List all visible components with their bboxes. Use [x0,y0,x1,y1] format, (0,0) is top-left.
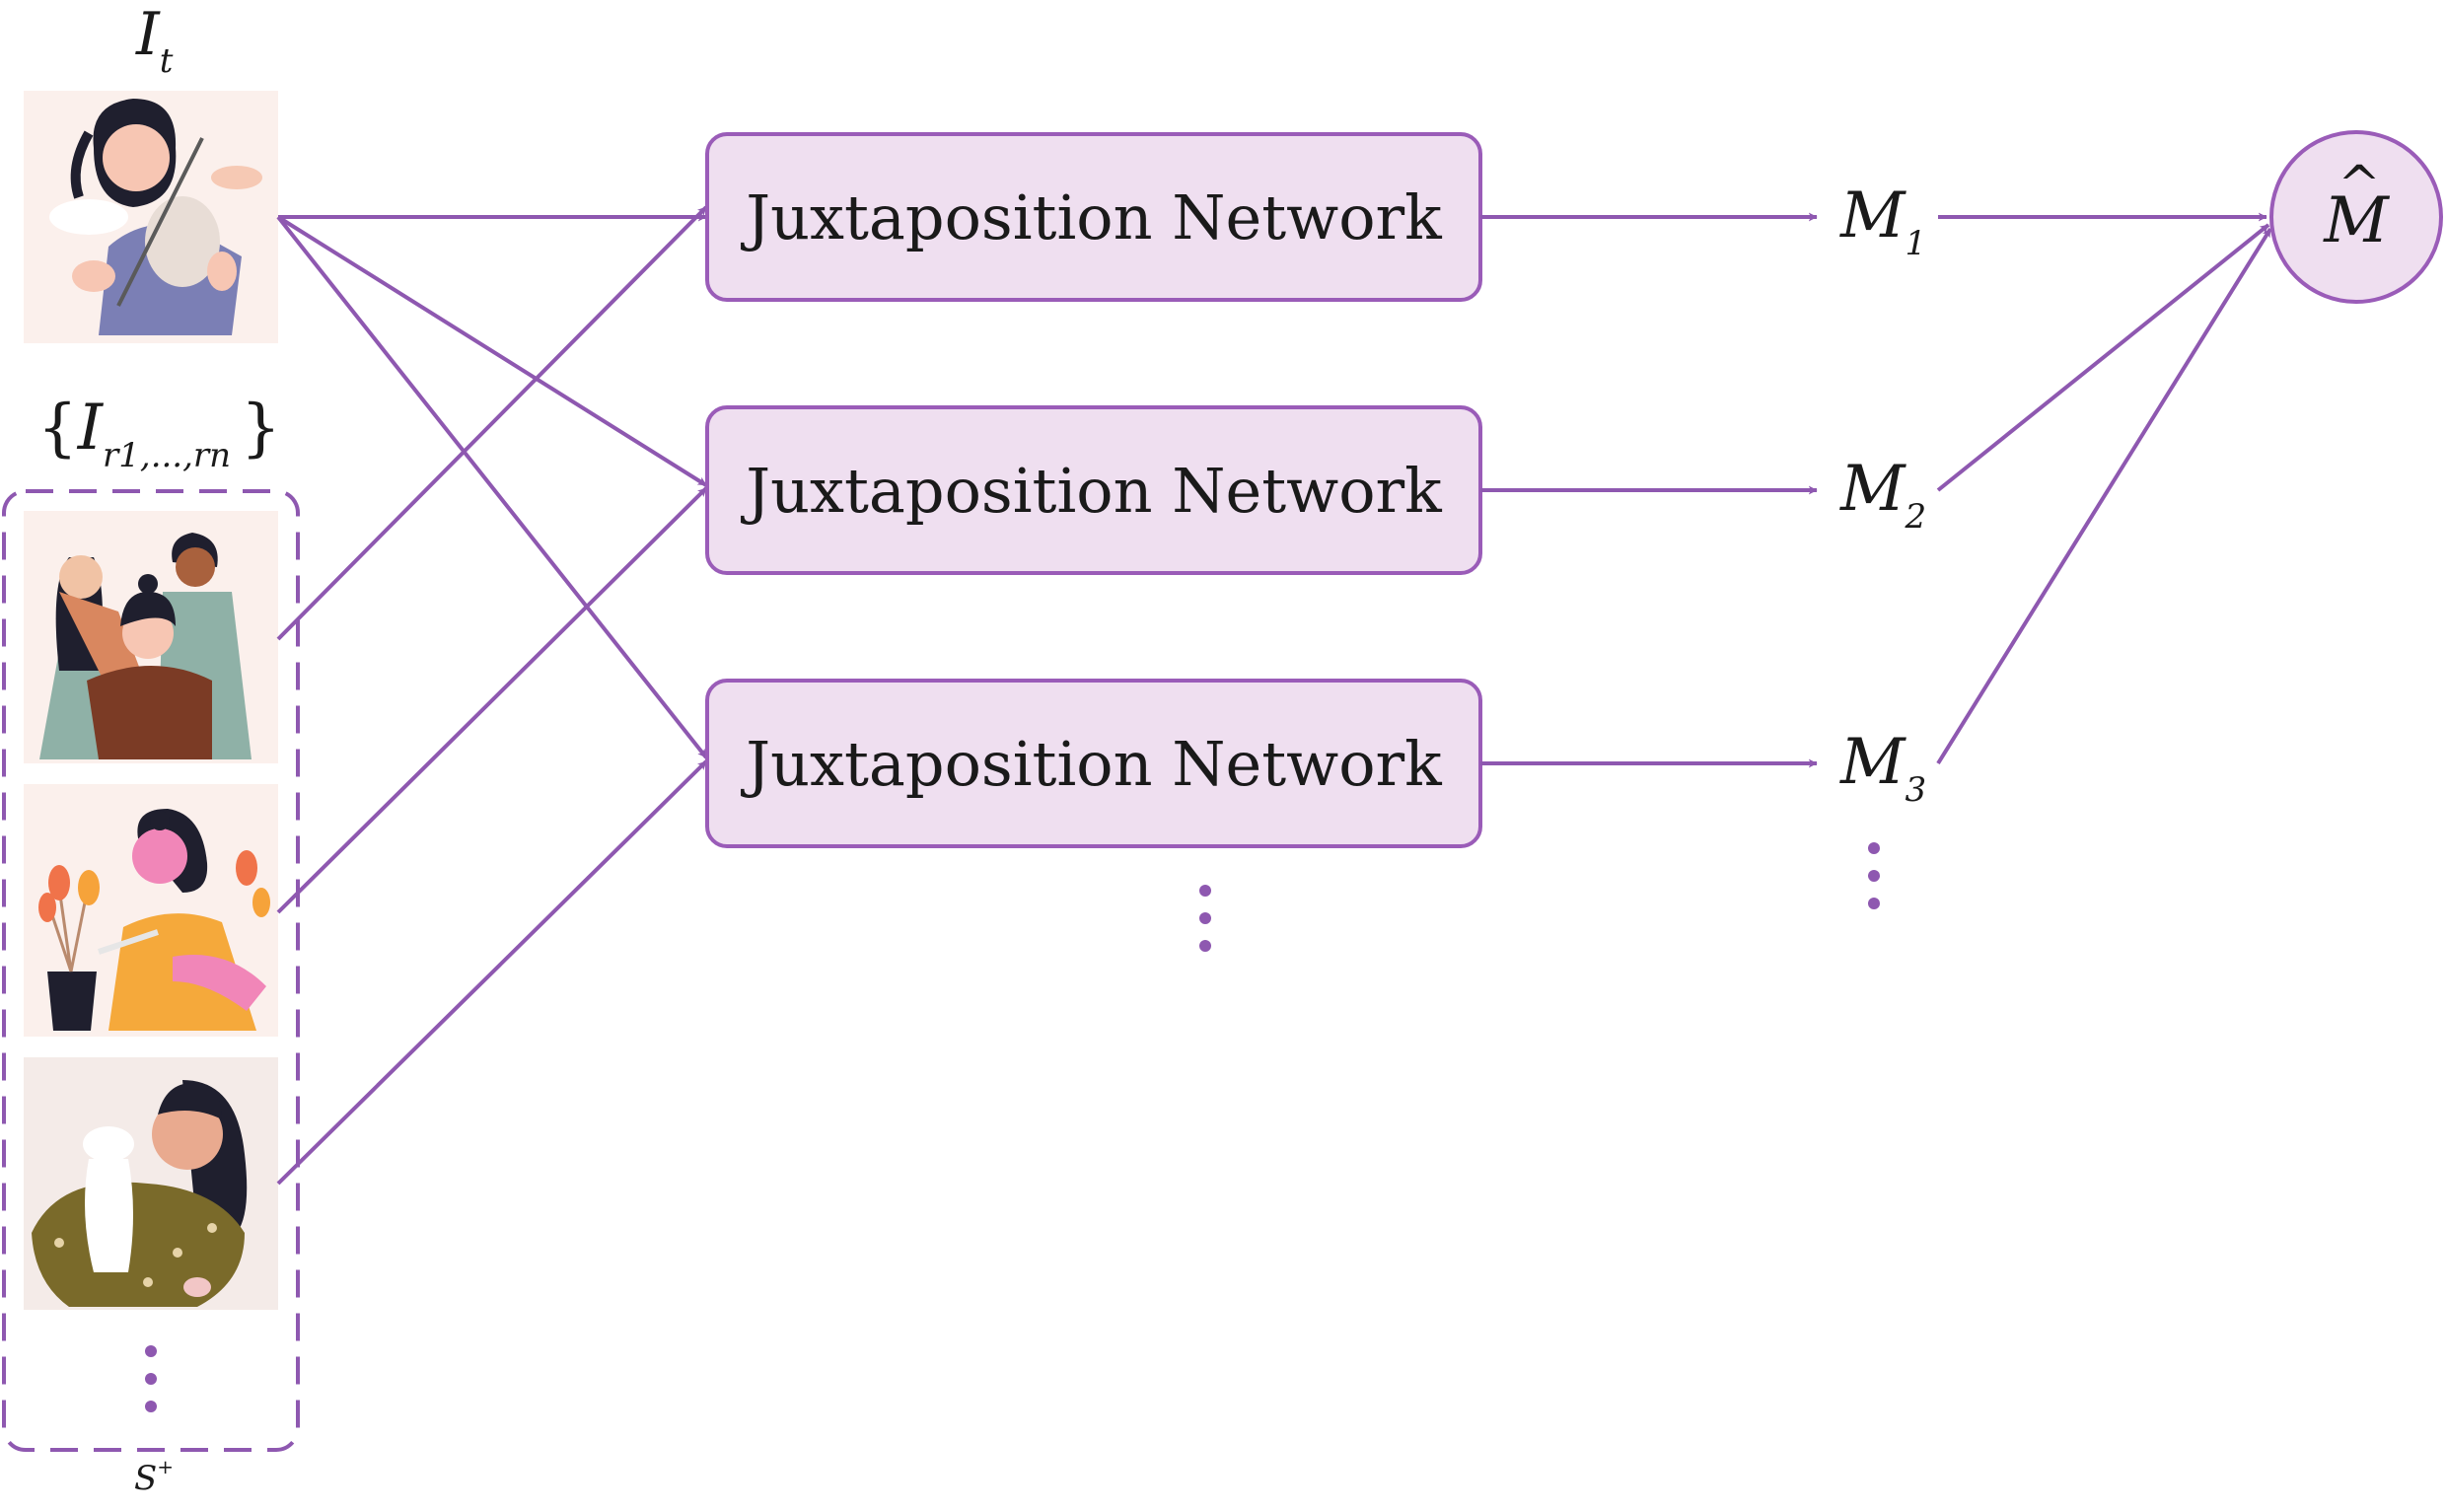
network-output-edges [1480,212,1818,768]
target-image-label: It [135,0,174,81]
output-m3: M3 [1839,726,1926,810]
target-image [24,91,278,343]
aggregate-edges [1936,212,2272,765]
reference-set-container [2,489,300,1452]
vertical-ellipsis-icon [145,1345,157,1412]
woman-watering-plant-illustration [38,809,270,1031]
aggregate-node: ^ M [2269,130,2443,304]
network-label: Juxtaposition Network [740,181,1442,253]
reference-image-3 [24,1057,278,1310]
three-friends-illustration [39,533,252,759]
outputs-ellipsis-icon [1868,842,1880,909]
network-label: Juxtaposition Network [740,455,1442,527]
woman-hugging-dog-illustration [32,1080,248,1307]
network-box-1: Juxtaposition Network [705,132,1482,302]
network-box-2: Juxtaposition Network [705,405,1482,575]
networks-ellipsis-icon [1199,885,1211,952]
reference-image-2 [24,784,278,1037]
aggregate-accent: ^ [2338,156,2381,215]
output-m1: M1 [1839,180,1926,263]
network-box-3: Juxtaposition Network [705,679,1482,848]
aggregate-symbol: M [2323,184,2390,257]
reference-image-1 [24,511,278,763]
set-label: S+ [134,1455,174,1498]
output-m2: M2 [1839,453,1926,537]
woman-violin-illustration [49,99,262,335]
network-label: Juxtaposition Network [740,728,1442,800]
input-edges [276,205,708,1186]
reference-set-label: {Ir1,...,rn} [37,392,281,475]
